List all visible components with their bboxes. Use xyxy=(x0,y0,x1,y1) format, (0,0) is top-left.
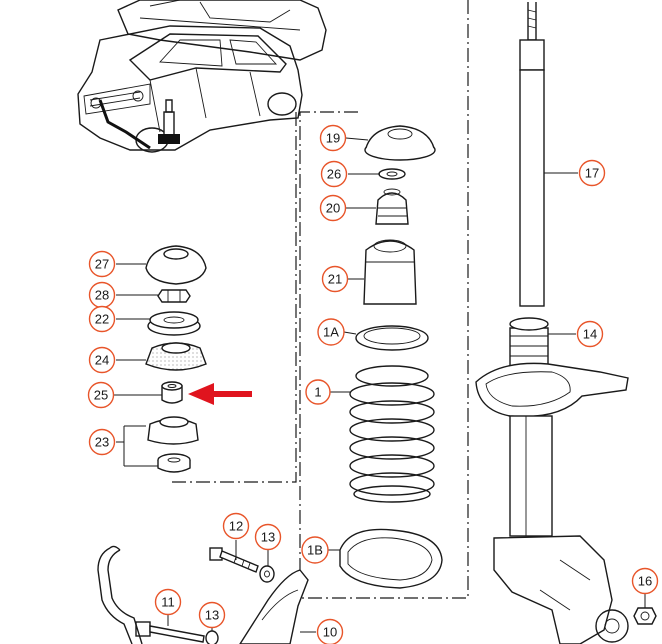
callout-20: 20 xyxy=(319,194,347,222)
callout-26-label: 26 xyxy=(327,167,341,182)
part-14-strut-housing xyxy=(475,317,629,644)
callout-22-label: 22 xyxy=(95,312,109,327)
red-arrow-icon xyxy=(188,383,252,405)
callout-25: 25 xyxy=(87,381,115,409)
part-19-strut-mount xyxy=(364,125,436,161)
callout-28: 28 xyxy=(88,281,116,309)
part-13-washer-upper xyxy=(259,565,275,583)
callout-13-upper-label: 13 xyxy=(261,530,275,545)
part-24-rubber-mount xyxy=(145,342,207,371)
callout-12: 12 xyxy=(222,512,250,540)
callout-13-lower: 13 xyxy=(198,601,226,629)
callout-1A-label: 1A xyxy=(323,325,339,340)
car-illustration xyxy=(77,0,327,153)
part-20-bump-stop xyxy=(375,188,409,225)
callout-23: 23 xyxy=(88,428,116,456)
callout-16: 16 xyxy=(631,567,659,595)
callout-19: 19 xyxy=(319,124,347,152)
part-10-control-arm xyxy=(239,569,309,644)
callout-20-label: 20 xyxy=(326,201,340,216)
callout-11-label: 11 xyxy=(161,595,175,610)
callout-24: 24 xyxy=(88,346,116,374)
callout-17: 17 xyxy=(578,159,606,187)
callout-13-upper: 13 xyxy=(254,523,282,551)
callout-24-label: 24 xyxy=(95,353,109,368)
callout-28-label: 28 xyxy=(95,288,109,303)
callout-1A: 1A xyxy=(317,318,345,346)
callout-27: 27 xyxy=(88,250,116,278)
callout-25-label: 25 xyxy=(94,388,108,403)
callout-17-label: 17 xyxy=(585,166,599,181)
callout-19-label: 19 xyxy=(326,131,340,146)
callout-10: 10 xyxy=(316,618,344,644)
callout-1B-label: 1B xyxy=(307,543,323,558)
callout-14-label: 14 xyxy=(583,327,597,342)
callout-10-label: 10 xyxy=(323,625,337,640)
part-11-bolt xyxy=(135,621,205,643)
callout-21: 21 xyxy=(321,265,349,293)
callout-14: 14 xyxy=(576,320,604,348)
callout-1: 1 xyxy=(305,379,331,405)
callout-21-label: 21 xyxy=(328,272,342,287)
callout-16-label: 16 xyxy=(638,574,652,589)
callout-26: 26 xyxy=(320,160,348,188)
assembly-lines xyxy=(170,0,469,599)
part-21-dust-boot xyxy=(363,239,417,305)
callout-11: 11 xyxy=(154,588,182,616)
callout-1B: 1B xyxy=(301,536,329,564)
leader-lines xyxy=(114,137,646,633)
callout-12-label: 12 xyxy=(229,519,243,534)
part-12-bolt xyxy=(209,547,259,573)
part-16-nut xyxy=(633,607,657,625)
callout-27-label: 27 xyxy=(95,257,109,272)
part-22-washer xyxy=(147,311,201,336)
part-26-washer xyxy=(378,168,406,180)
part-1-coil-spring xyxy=(349,365,435,503)
callout-22: 22 xyxy=(88,305,116,333)
callout-13-lower-label: 13 xyxy=(205,608,219,623)
callout-23-label: 23 xyxy=(95,435,109,450)
part-13-washer-lower xyxy=(205,630,219,644)
part-23-bushing-assembly xyxy=(147,416,199,473)
part-25-bushing xyxy=(161,381,183,404)
part-27-cap xyxy=(145,245,207,285)
callout-1-label: 1 xyxy=(314,385,321,400)
stabilizer-bar xyxy=(97,545,143,644)
part-1B-lower-seat xyxy=(339,528,443,589)
part-1A-upper-seat xyxy=(355,325,429,351)
part-28-nut xyxy=(157,289,191,303)
part-17-piston-rod xyxy=(519,2,545,307)
